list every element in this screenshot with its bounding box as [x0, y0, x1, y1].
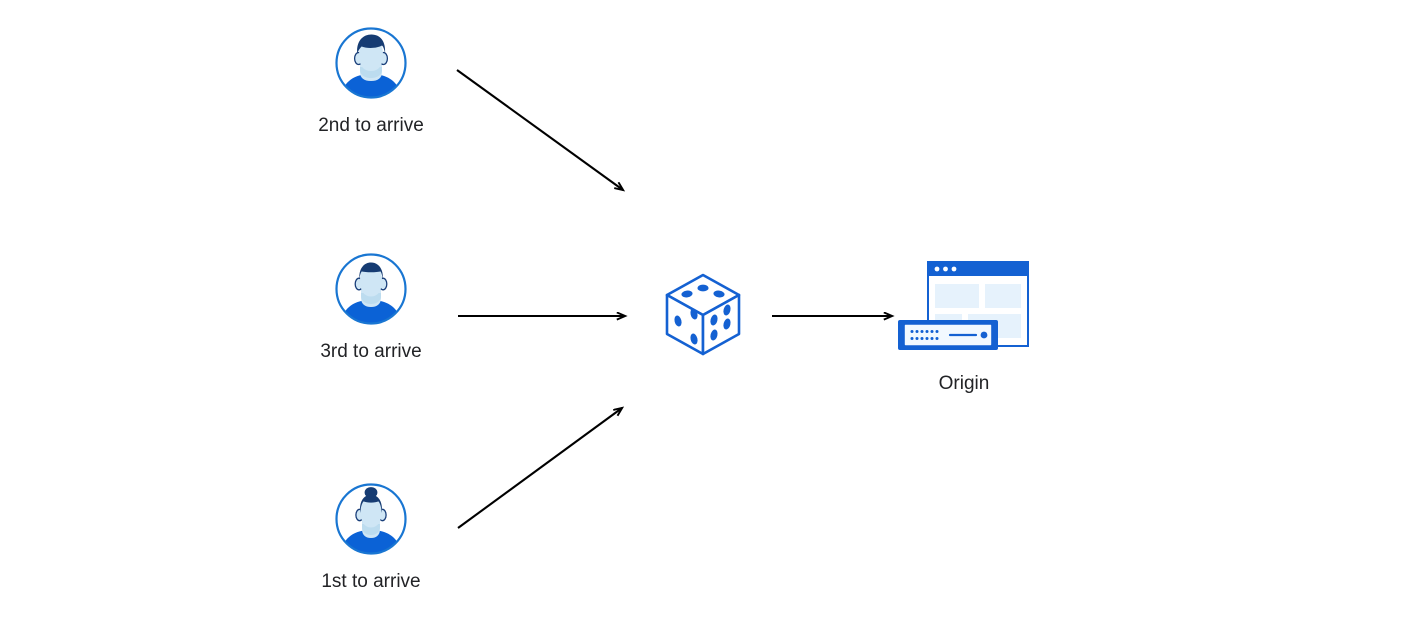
client-label-middle: 3rd to arrive [320, 341, 422, 362]
client-label-top: 2nd to arrive [318, 115, 424, 136]
dice-icon [665, 273, 741, 356]
random-selector-node[interactable] [664, 273, 742, 357]
client-node-top[interactable]: 2nd to arrive [318, 26, 424, 136]
server-appliance-icon [898, 320, 998, 350]
avatar-bun-hair-icon [335, 483, 407, 555]
origin-label: Origin [938, 373, 990, 394]
client-node-bottom[interactable]: 1st to arrive [321, 482, 421, 592]
origin-server-browser-icon [898, 261, 1029, 350]
avatar-short-hair-icon [335, 27, 407, 99]
origin-node[interactable]: Origin [896, 258, 1031, 394]
client-label-bottom: 1st to arrive [321, 571, 421, 592]
arrow-client-bottom-to-dice [457, 408, 622, 529]
client-node-middle[interactable]: 3rd to arrive [320, 252, 422, 362]
avatar-cropped-hair-icon [335, 253, 407, 325]
